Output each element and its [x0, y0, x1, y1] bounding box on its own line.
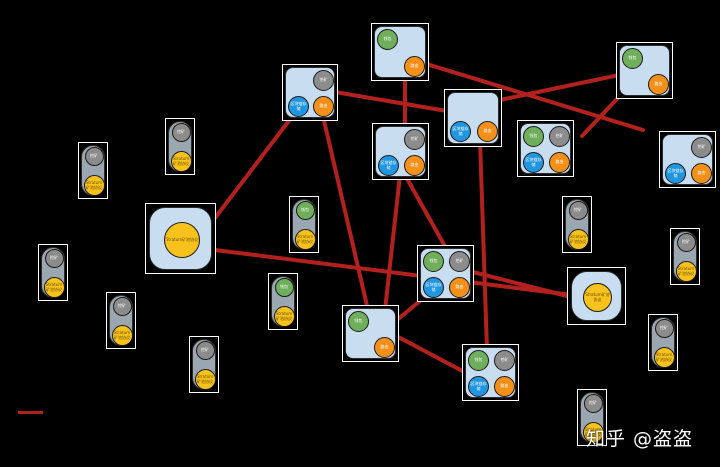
green-circle: 钱包: [622, 48, 643, 69]
yellow-circle: Stratum矿池协议: [170, 151, 192, 172]
orange-circle: 路由: [449, 277, 470, 298]
miner-node: 挖矿 Stratum矿池协议: [189, 336, 219, 393]
gray-circle: 挖矿: [171, 123, 191, 142]
legend-line-sample: [18, 411, 43, 414]
orange-circle: 路由: [477, 121, 498, 142]
yellow-circle: Stratum矿池协议: [43, 277, 65, 298]
miner-node: 挖矿 Stratum矿池协议: [78, 142, 108, 199]
yellow-circle: Stratum矿池协议: [567, 229, 589, 250]
connection-line: [320, 110, 370, 312]
yellow-circle: Stratum矿池协议: [583, 283, 612, 312]
gray-circle: 挖矿: [112, 297, 132, 316]
miner-node: 挖矿 Stratum矿池协议: [38, 244, 68, 301]
blue-circle: 区块链存储: [378, 155, 399, 176]
gray-circle: 挖矿: [404, 129, 425, 150]
full-node: 钱包路由: [616, 42, 673, 99]
green-circle: 钱包: [523, 126, 544, 147]
blue-circle: 区块链存储: [665, 163, 686, 184]
miner-node: 钱包 Stratum矿池协议: [289, 196, 319, 253]
gray-circle: 挖矿: [449, 251, 470, 272]
gray-circle: 挖矿: [676, 233, 696, 252]
connection-line: [403, 173, 449, 252]
blue-circle: 区块链存储: [423, 277, 444, 298]
connection-line: [478, 138, 489, 352]
yellow-circle: Stratum矿池协议: [273, 306, 295, 327]
green-circle: 钱包: [348, 311, 369, 332]
full-node: 挖矿区块链存储路由: [659, 131, 716, 188]
yellow-circle: Stratum矿池协议: [164, 222, 200, 258]
orange-circle: 路由: [648, 74, 669, 95]
yellow-circle: Stratum矿池协议: [653, 347, 675, 368]
blue-circle: 区块链存储: [450, 121, 471, 142]
blue-circle: 区块链存储: [288, 96, 309, 117]
orange-circle: 路由: [313, 96, 334, 117]
connection-line: [418, 60, 645, 132]
miner-node: 钱包 Stratum矿池协议: [268, 273, 298, 330]
yellow-circle: Stratum矿池协议: [675, 261, 697, 282]
yellow-circle: Stratum矿池协议: [294, 229, 316, 250]
yellow-circle: Stratum矿池协议: [111, 325, 133, 346]
full-node: 钱包路由: [371, 23, 429, 81]
blue-circle: 区块链存储: [523, 152, 544, 173]
connection-line: [463, 268, 569, 298]
green-circle: 钱包: [468, 350, 489, 371]
full-node: 钱包挖矿区块链存储路由: [417, 245, 474, 302]
green-circle: 钱包: [274, 278, 294, 297]
blue-circle: 区块链存储: [468, 376, 489, 397]
gray-circle: 挖矿: [195, 341, 215, 360]
full-node: 钱包挖矿区块链存储路由: [517, 120, 574, 177]
connection-line: [383, 328, 472, 377]
gray-circle: 挖矿: [494, 350, 515, 371]
pool-node: Stratum矿池协议: [567, 267, 626, 325]
gray-circle: 挖矿: [313, 70, 334, 91]
full-node: 钱包挖矿区块链存储路由: [462, 344, 519, 401]
miner-node: 挖矿 Stratum矿池协议: [562, 196, 592, 253]
miner-node: 挖矿 Stratum矿池协议: [106, 292, 136, 349]
gray-circle: 挖矿: [691, 137, 712, 158]
full-node: 区块链存储路由: [444, 89, 502, 147]
orange-circle: 路由: [691, 163, 712, 184]
yellow-circle: Stratum矿池协议: [194, 369, 216, 390]
gray-circle: 挖矿: [44, 249, 64, 268]
green-circle: 钱包: [423, 251, 444, 272]
miner-node: 挖矿 Stratum矿池协议: [577, 389, 607, 446]
orange-circle: 路由: [374, 337, 395, 358]
miner-node: 挖矿 Stratum矿池协议: [648, 314, 678, 371]
gray-circle: 挖矿: [84, 147, 104, 166]
full-node: 钱包路由: [342, 305, 399, 362]
miner-node: 挖矿 Stratum矿池协议: [165, 118, 195, 175]
orange-circle: 路由: [404, 56, 425, 77]
yellow-circle: Stratum矿池协议: [582, 422, 604, 443]
orange-circle: 路由: [494, 376, 515, 397]
miner-node: 挖矿 Stratum矿池协议: [670, 228, 700, 285]
watermark: 知乎 @盗盗: [586, 428, 694, 450]
full-node: 挖矿区块链存储路由: [372, 123, 429, 180]
connection-line: [383, 173, 402, 312]
gray-circle: 挖矿: [549, 126, 570, 147]
orange-circle: 路由: [404, 155, 425, 176]
pool-node: Stratum矿池协议: [145, 203, 216, 274]
green-circle: 钱包: [377, 29, 398, 50]
green-circle: 钱包: [295, 201, 315, 220]
connection-line: [213, 248, 582, 298]
orange-circle: 路由: [549, 152, 570, 173]
gray-circle: 挖矿: [568, 201, 588, 220]
gray-circle: 挖矿: [583, 394, 603, 413]
yellow-circle: Stratum矿池协议: [83, 175, 105, 196]
gray-circle: 挖矿: [654, 319, 674, 338]
full-node: 挖矿区块链存储路由: [282, 64, 338, 121]
